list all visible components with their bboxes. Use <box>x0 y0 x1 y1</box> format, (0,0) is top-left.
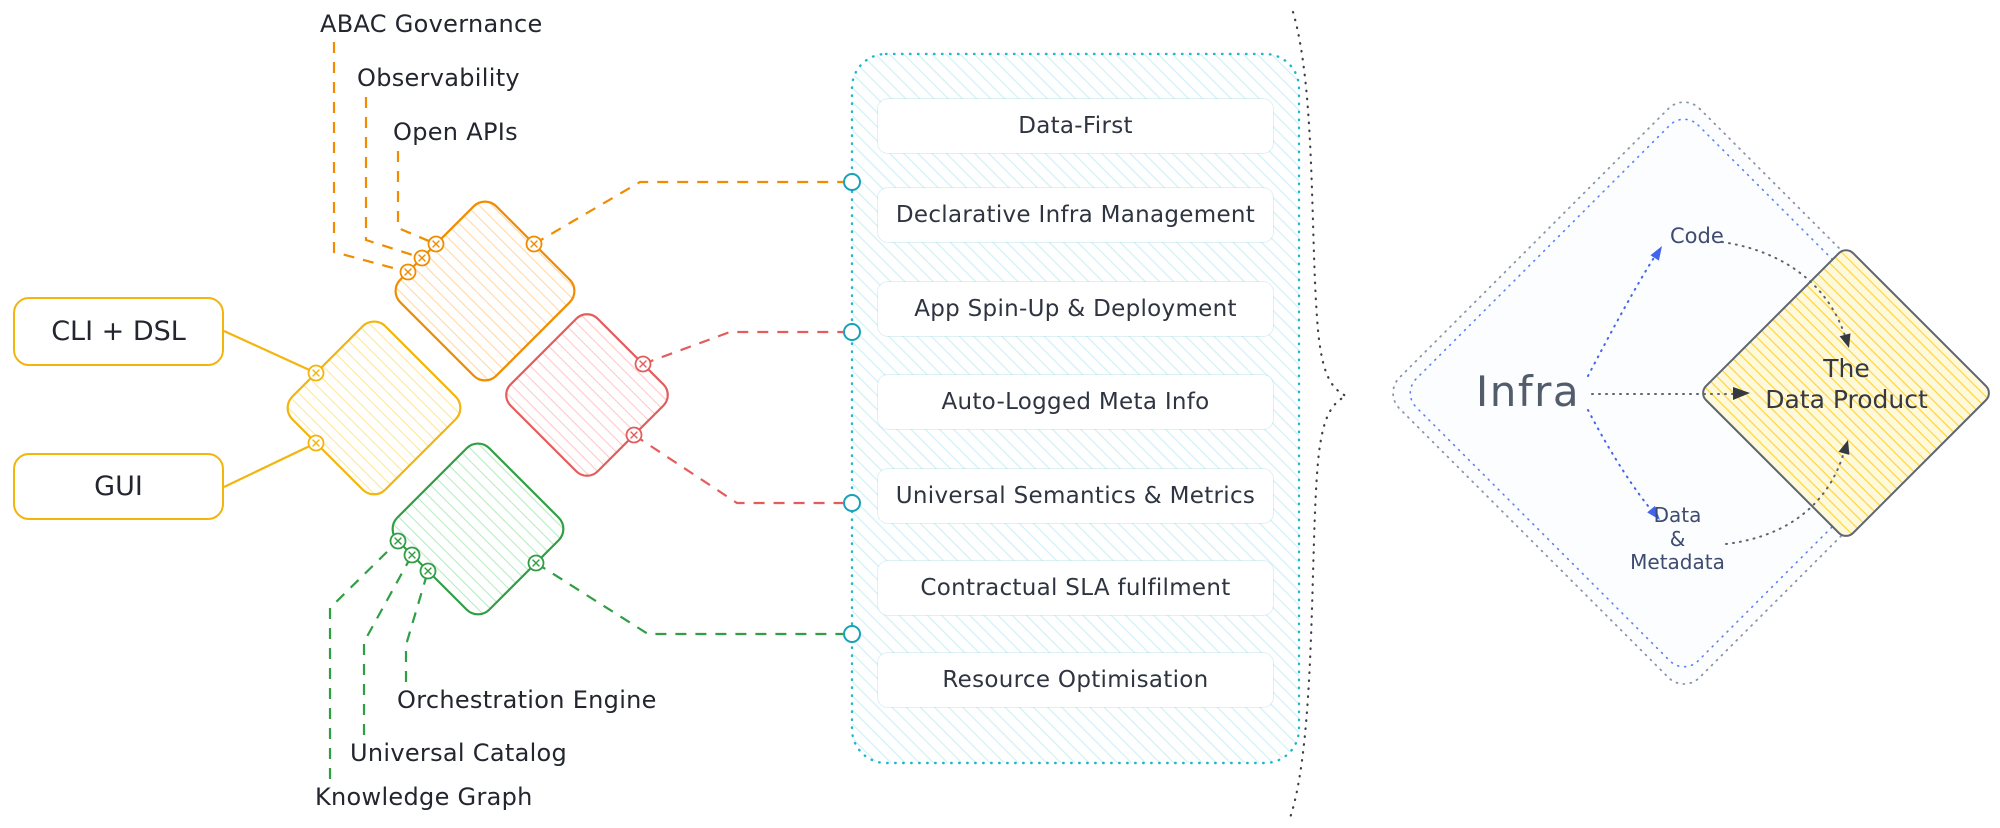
infra-label: Infra <box>1475 367 1581 416</box>
observability-label: Observability <box>357 64 520 92</box>
panel-connection-ports <box>843 173 861 643</box>
data-product-diamond <box>1702 249 1990 537</box>
data-arrowhead <box>1647 506 1660 520</box>
code-arrowhead <box>1650 246 1662 261</box>
product-bottom-arrowhead <box>1838 440 1850 455</box>
orchestration-engine-label: Orchestration Engine <box>397 686 657 714</box>
universal-catalog-label: Universal Catalog <box>350 739 568 767</box>
code-label: Code <box>1670 224 1724 248</box>
infra-diamond-inner <box>1409 118 1959 668</box>
capability-item-resource-opt: Resource Optimisation <box>878 653 1273 707</box>
orange-dashed-connectors <box>332 42 843 274</box>
abac-governance-label: ABAC Governance <box>320 10 543 38</box>
cli-dsl-box: CLI + DSL <box>13 297 224 366</box>
capability-item-app-spinup: App Spin-Up & Deployment <box>878 282 1273 336</box>
capability-item-auto-logged: Auto-Logged Meta Info <box>878 375 1273 429</box>
flow-arrows <box>1587 241 1846 545</box>
capability-item-semantics: Universal Semantics & Metrics <box>878 469 1273 523</box>
code-to-product-arrow <box>1721 241 1846 337</box>
data-product-label: The Data Product <box>1765 354 1928 415</box>
red-dashed-connectors <box>633 330 843 505</box>
capability-item-declarative: Declarative Infra Management <box>878 188 1273 242</box>
open-apis-label: Open APIs <box>393 118 518 146</box>
arrow-heads <box>1647 246 1851 520</box>
green-module-diamond <box>391 442 565 616</box>
product-top-arrowhead <box>1839 333 1851 348</box>
knowledge-graph-label: Knowledge Graph <box>315 783 533 811</box>
infra-to-data-arrow <box>1587 409 1654 513</box>
data-metadata-label: Data & Metadata <box>1630 503 1725 575</box>
yellow-solid-connectors <box>223 329 317 488</box>
green-dashed-connectors <box>328 540 843 779</box>
yellow-module-diamond <box>286 320 462 496</box>
capability-item-data-first: Data-First <box>878 99 1273 153</box>
data-to-product-arrow <box>1725 451 1845 545</box>
capability-item-sla: Contractual SLA fulfilment <box>878 561 1273 615</box>
gui-box: GUI <box>13 453 224 520</box>
product-left-arrowhead <box>1733 387 1750 400</box>
